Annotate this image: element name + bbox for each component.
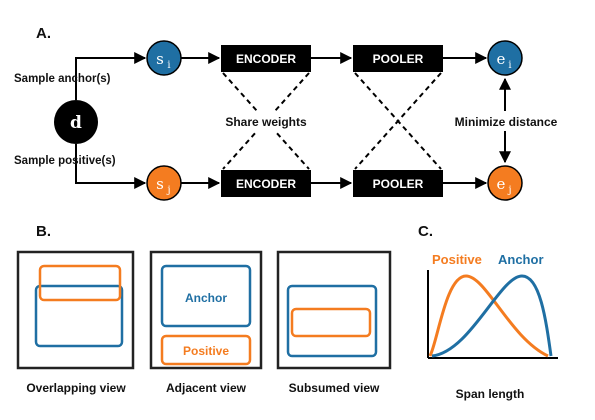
sample-anchor-label: Sample anchor(s)	[14, 73, 111, 85]
adjacent-view-frame	[149, 250, 263, 370]
adjacent-anchor-span	[160, 264, 252, 328]
overlapping-view-frame	[16, 250, 135, 370]
subsumed-anchor-span	[286, 284, 378, 358]
subsumed-positive-span	[290, 307, 372, 338]
positive-embedding-base: e	[497, 175, 506, 193]
overlapping-view-caption: Overlapping view	[26, 381, 126, 395]
pooler-bottom-label: POOLER	[373, 177, 424, 191]
positive-embedding-sub: j	[507, 185, 511, 196]
positive-span-node-base: s	[156, 175, 164, 193]
share-weights-label: Share weights	[225, 115, 307, 129]
anchor-embedding-node	[487, 40, 523, 76]
pooler-top-label: POOLER	[373, 52, 424, 66]
adjacent-anchor-text: Anchor	[185, 291, 227, 305]
overlapping-positive-span	[38, 264, 122, 302]
anchor-embedding-sub: i	[508, 60, 511, 71]
doc-node-label: d	[70, 113, 82, 133]
adjacent-positive-text: Positive	[183, 344, 229, 358]
subsumed-view-caption: Subsumed view	[289, 381, 380, 395]
anchor-embedding-base: e	[497, 50, 506, 68]
sample-positive-label: Sample positive(s)	[14, 155, 116, 167]
arrow-doc-to-positive	[75, 144, 147, 189]
encoder-bottom-label: ENCODER	[236, 177, 296, 191]
anchor-span-node-sub: i	[167, 60, 170, 71]
minimize-distance-label: Minimize distance	[455, 115, 558, 129]
minimize-distance-bg	[446, 111, 566, 131]
anchor-span-node-base: s	[156, 50, 164, 68]
overlapping-anchor-span	[34, 284, 124, 348]
pooler-top	[353, 45, 443, 72]
legend-anchor: Anchor	[498, 252, 544, 267]
adjacent-view-caption: Adjacent view	[166, 381, 247, 395]
positive-length-curve	[428, 274, 549, 358]
arrow-doc-to-anchor	[75, 52, 147, 100]
anchor-length-curve	[431, 274, 553, 358]
positive-span-node-sub: j	[166, 185, 170, 196]
span-length-label: Span length	[456, 387, 525, 401]
positive-embedding-node	[487, 165, 523, 201]
positive-span-node	[146, 165, 182, 201]
panel-c-label: C.	[418, 223, 433, 240]
adjacent-positive-span	[160, 334, 252, 366]
encoder-top-label: ENCODER	[236, 52, 296, 66]
doc-node	[54, 100, 98, 144]
anchor-span-node	[146, 40, 182, 76]
legend-positive: Positive	[432, 252, 482, 267]
subsumed-view-frame	[276, 250, 392, 370]
pooler-bottom	[353, 170, 443, 197]
panel-a-label: A.	[36, 25, 51, 42]
encoder-top	[221, 45, 311, 72]
encoder-bottom	[221, 170, 311, 197]
share-weights-bg	[214, 111, 318, 131]
panel-b-label: B.	[36, 223, 51, 240]
